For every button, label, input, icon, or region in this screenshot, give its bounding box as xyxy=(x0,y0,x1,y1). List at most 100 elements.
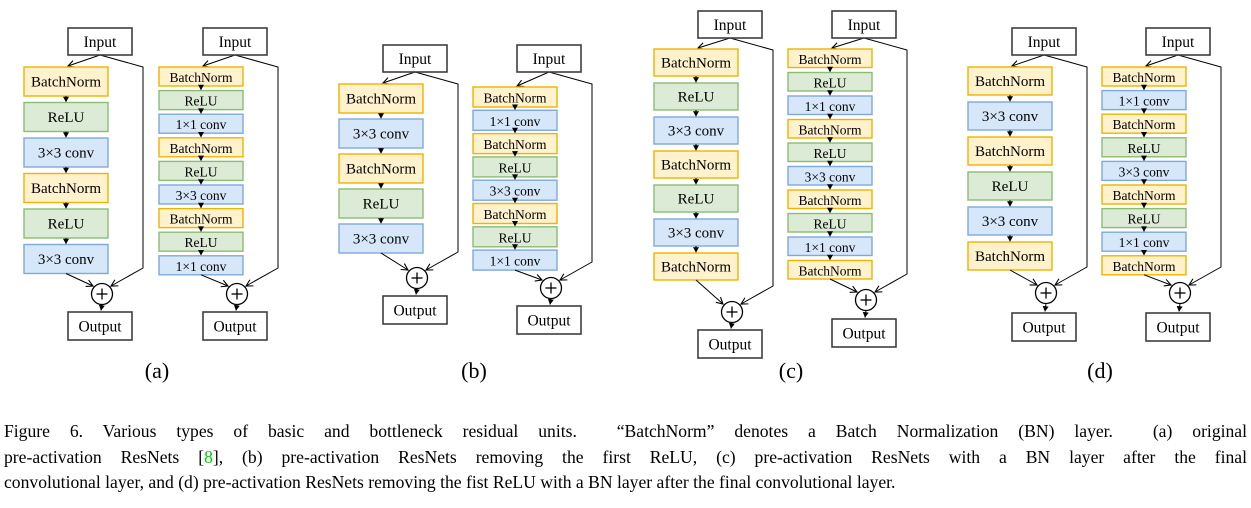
layer-box-relu xyxy=(23,208,109,239)
layer-label: BatchNorm xyxy=(346,162,416,178)
layer-label: ReLU xyxy=(678,192,715,208)
layer-label: ReLU xyxy=(814,146,847,161)
add-to-output-arrow xyxy=(413,288,420,295)
input-to-first-layer-arrow xyxy=(66,54,101,68)
input-to-first-layer-arrow xyxy=(201,54,236,68)
layer-box-3x3-conv xyxy=(653,218,739,247)
layer-label: BatchNorm xyxy=(484,91,547,106)
layer-box-batchnorm xyxy=(967,136,1053,166)
layer-box-batchnorm xyxy=(967,66,1053,96)
skip-connection-line xyxy=(1177,54,1222,286)
layer-label: 1×1 conv xyxy=(1119,235,1170,250)
layer-label: 1×1 conv xyxy=(805,99,856,114)
layer-label: BatchNorm xyxy=(799,193,862,208)
last-layer-to-add-arrow xyxy=(829,278,859,293)
layer-label: ReLU xyxy=(1128,212,1161,227)
input-label: Input xyxy=(219,34,252,51)
output-box xyxy=(697,329,763,359)
layer-label: 1×1 conv xyxy=(1119,94,1170,109)
caption-line-2-before: pre-activation ResNets [ xyxy=(4,446,205,467)
layer-label: 1×1 conv xyxy=(176,117,227,132)
group-label-c: (c) xyxy=(778,358,804,383)
layer-label: ReLU xyxy=(185,164,218,179)
output-label: Output xyxy=(708,337,752,354)
layer-box-batchnorm xyxy=(338,83,424,114)
layer-box-3x3-conv xyxy=(967,206,1053,236)
output-label: Output xyxy=(213,319,257,336)
skip-connection-line xyxy=(863,37,908,293)
layer-label: BatchNorm xyxy=(661,158,731,174)
output-box xyxy=(831,318,897,348)
layer-label: ReLU xyxy=(499,160,532,175)
layer-box-batchnorm xyxy=(23,172,109,204)
input-label: Input xyxy=(1028,34,1061,51)
group-label-d: (d) xyxy=(1087,358,1113,383)
output-label: Output xyxy=(1156,320,1200,337)
layer-label: BatchNorm xyxy=(170,141,233,156)
input-to-first-layer-arrow xyxy=(515,71,550,88)
layer-label: ReLU xyxy=(48,110,85,126)
figure-caption: Figure 6. Various types of basic and bot… xyxy=(4,419,1247,496)
last-layer-to-add-arrow xyxy=(200,274,230,288)
layer-label: 3×3 conv xyxy=(668,226,725,242)
last-layer-to-add-arrow xyxy=(1009,269,1039,286)
layer-label: 3×3 conv xyxy=(176,188,227,203)
layer-label: BatchNorm xyxy=(975,249,1045,265)
output-label: Output xyxy=(78,319,122,336)
layer-label: ReLU xyxy=(814,216,847,231)
input-box xyxy=(202,27,268,56)
layer-box-3x3-conv xyxy=(23,243,109,275)
input-to-first-layer-arrow xyxy=(830,37,865,50)
layer-label: BatchNorm xyxy=(799,122,862,137)
layer-box-relu xyxy=(338,188,424,219)
input-label: Input xyxy=(1162,34,1195,51)
output-label: Output xyxy=(527,313,571,330)
layer-box-3x3-conv xyxy=(653,116,739,145)
input-to-first-layer-arrow xyxy=(696,37,731,50)
layer-label: ReLU xyxy=(678,90,715,106)
layer-label: 1×1 conv xyxy=(805,240,856,255)
layer-label: BatchNorm xyxy=(975,144,1045,160)
input-label: Input xyxy=(399,51,432,68)
skip-connection-line xyxy=(99,54,144,287)
layer-label: BatchNorm xyxy=(484,207,547,222)
skip-connection-line xyxy=(1043,54,1088,286)
input-box xyxy=(697,10,763,39)
input-to-first-layer-arrow xyxy=(381,71,416,85)
input-box xyxy=(831,10,897,39)
caption-line-2-after: ], (b) pre-activation ResNets removing t… xyxy=(212,446,1247,467)
group-label-b: (b) xyxy=(461,358,487,383)
layer-label: 3×3 conv xyxy=(982,109,1039,125)
layer-box-3x3-conv xyxy=(967,101,1053,131)
input-label: Input xyxy=(84,34,117,51)
layer-label: 3×3 conv xyxy=(38,146,95,162)
layer-label: ReLU xyxy=(814,75,847,90)
layer-label: BatchNorm xyxy=(661,56,731,72)
last-layer-to-add-arrow xyxy=(695,279,724,305)
layer-label: BatchNorm xyxy=(484,137,547,152)
last-layer-to-add-arrow xyxy=(65,273,95,287)
output-box xyxy=(67,311,133,341)
add-to-output-arrow xyxy=(547,298,554,305)
layer-label: 3×3 conv xyxy=(490,184,541,199)
layer-label: 3×3 conv xyxy=(805,169,856,184)
add-to-output-arrow xyxy=(1042,303,1049,312)
last-layer-to-add-arrow xyxy=(514,269,544,282)
layer-box-batchnorm xyxy=(653,150,739,179)
input-label: Input xyxy=(848,17,881,34)
layer-box-batchnorm xyxy=(338,153,424,184)
reference-8-link[interactable]: 8 xyxy=(204,446,213,467)
skip-connection-line xyxy=(414,71,459,271)
layer-label: BatchNorm xyxy=(170,70,233,85)
input-box xyxy=(516,44,582,73)
output-box xyxy=(1145,312,1211,342)
layer-label: 3×3 conv xyxy=(38,252,95,268)
layer-label: 1×1 conv xyxy=(490,114,541,129)
layer-label: BatchNorm xyxy=(346,92,416,108)
input-to-first-layer-arrow xyxy=(1144,54,1179,68)
